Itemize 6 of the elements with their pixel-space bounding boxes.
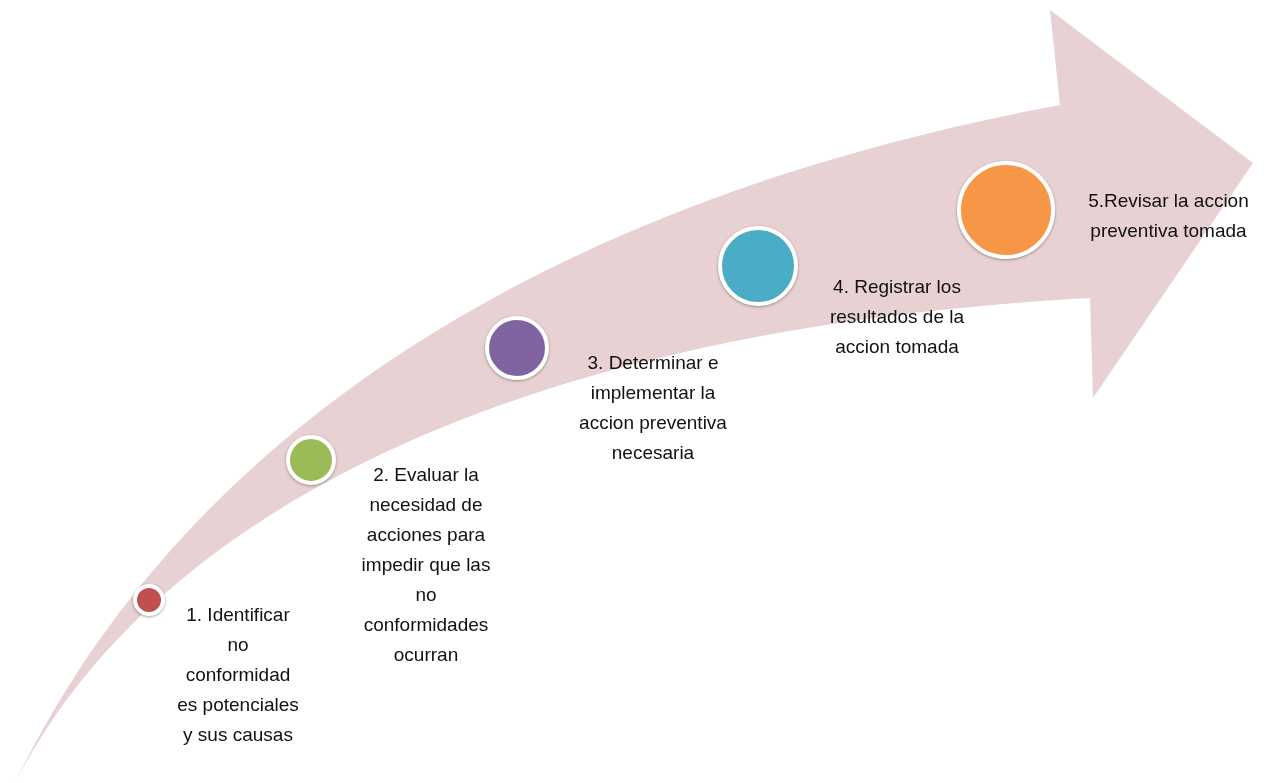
step-circle	[133, 584, 165, 616]
step-label: 3. Determinar e implementar la accion preventiva necesaria	[578, 351, 728, 465]
step-label: 5.Revisar la accion preventiva tomada	[1087, 189, 1250, 243]
step-label: 4. Registrar los resultados de la accion tomada	[828, 275, 966, 359]
step-label: 2. Evaluar la necesidad de acciones para impedir que las no conformidades ocurran	[360, 463, 492, 667]
step-label: 1. Identificar no conformidad es potenciales y sus causas	[176, 603, 300, 747]
